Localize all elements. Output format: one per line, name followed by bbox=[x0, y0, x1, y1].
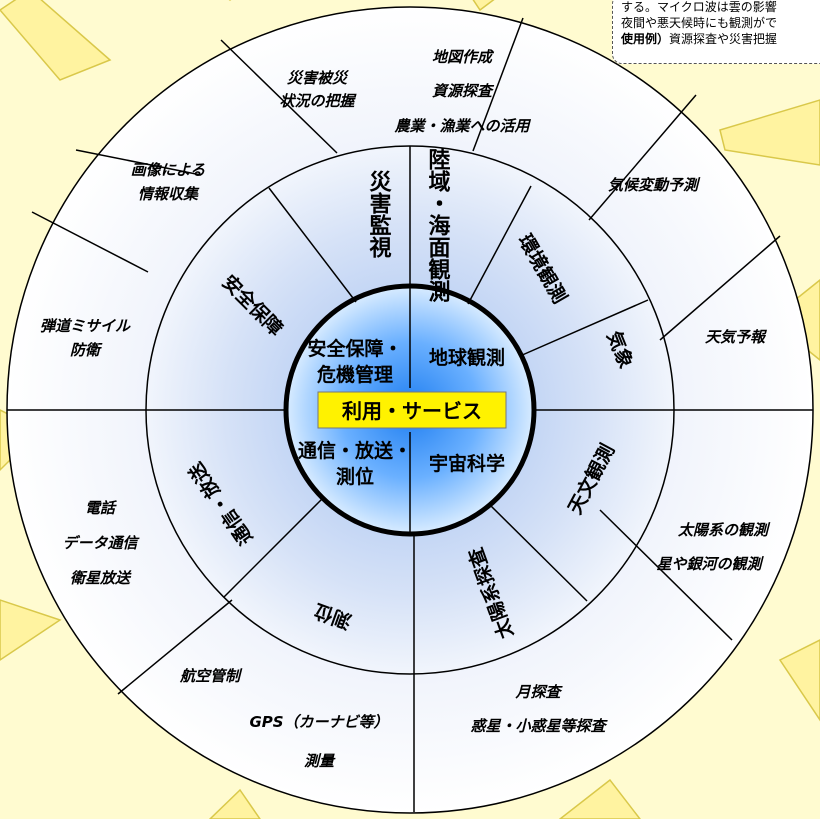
note-callout: する。マイクロ波は雲の影響 夜間や悪天候時にも観測がで 使用例）資源探査や災害把… bbox=[612, 0, 820, 64]
center-banner bbox=[317, 391, 507, 429]
outer-label-solar-obs-2: 星や銀河の観測 bbox=[656, 555, 764, 573]
note-line-2: 夜間や悪天候時にも観測がで bbox=[621, 16, 778, 30]
inner-label-space: 宇宙科学 bbox=[429, 452, 505, 475]
outer-label-climate: 気候変動予測 bbox=[608, 176, 701, 194]
outer-label-mapping-3: 農業・漁業への活用 bbox=[393, 117, 531, 135]
outer-label-telecom-1: 電話 bbox=[85, 499, 117, 517]
inner-label-comm-1: 通信・放送・ bbox=[298, 439, 412, 462]
outer-label-telecom-2: データ通信 bbox=[62, 534, 140, 552]
note-example-label: 使用例） bbox=[621, 32, 670, 46]
outer-label-image-info-2: 情報収集 bbox=[138, 185, 200, 203]
note-example-text: 資源探査や災害把握 bbox=[669, 32, 778, 46]
outer-label-gps-1: GPS（カーナビ等） bbox=[249, 713, 388, 731]
outer-label-solar-obs-1: 太陽系の観測 bbox=[677, 521, 771, 539]
inner-label-security-2: 危機管理 bbox=[317, 363, 393, 386]
outer-label-telecom-3: 衛星放送 bbox=[70, 569, 132, 587]
outer-label-gps-2: 測量 bbox=[304, 752, 336, 770]
inner-label-security-1: 安全保障・ bbox=[307, 337, 402, 360]
outer-label-mapping-2: 資源探査 bbox=[432, 82, 495, 100]
outer-label-forecast: 天気予報 bbox=[705, 328, 768, 346]
outer-label-moon-2: 惑星・小惑星等探査 bbox=[470, 717, 608, 735]
inner-label-comm-2: 測位 bbox=[336, 465, 374, 488]
outer-label-mapping-1: 地図作成 bbox=[432, 48, 495, 66]
outer-label-image-info-1: 画像による bbox=[131, 161, 206, 179]
middle-label-disaster: 災害監視 bbox=[366, 170, 392, 259]
center-label: 利用・サービス bbox=[342, 399, 482, 423]
outer-label-moon-1: 月探査 bbox=[514, 683, 563, 701]
note-example: 使用例）資源探査や災害把握 bbox=[621, 31, 820, 47]
outer-label-disaster-status-1: 災害被災 bbox=[287, 69, 349, 87]
outer-label-disaster-status-2: 状況の把握 bbox=[279, 92, 357, 110]
outer-label-missile-1: 弾道ミサイル bbox=[40, 317, 131, 335]
note-line-1: する。マイクロ波は雲の影響 bbox=[621, 0, 777, 14]
inner-label-earth: 地球観測 bbox=[429, 346, 505, 369]
outer-label-missile-2: 防衛 bbox=[70, 341, 103, 359]
middle-label-land-sea: 陸域・海面観測 bbox=[425, 147, 451, 303]
outer-dividers bbox=[7, 17, 813, 812]
outer-label-aviation: 航空管制 bbox=[179, 667, 243, 685]
middle-dividers bbox=[146, 146, 674, 674]
